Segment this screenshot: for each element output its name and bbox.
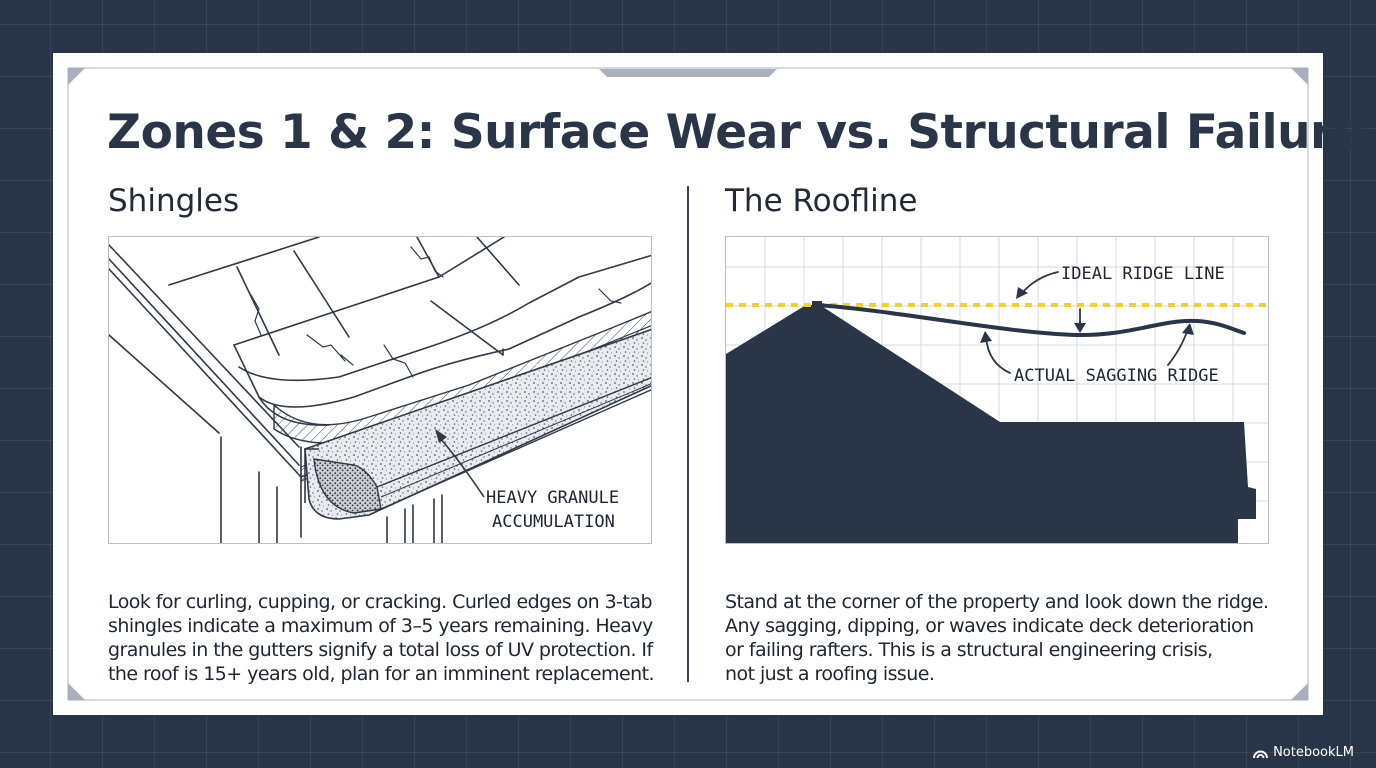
shingles-description-line: shingles indicate a maximum of 3–5 years… — [108, 615, 653, 637]
branding-label: NotebookLM — [1273, 745, 1354, 760]
card-frame — [67, 67, 1309, 701]
actual-sagging-ridge — [816, 303, 1246, 338]
roofline-description-line: or failing rafters. This is a structural… — [725, 639, 1213, 661]
roofline-heading: The Roofline — [725, 183, 918, 219]
roofline-description-line: Stand at the corner of the property and … — [725, 591, 1269, 613]
roofline-description-line: Any sagging, dipping, or waves indicate … — [725, 615, 1254, 637]
shingles-description: Look for curling, cupping, or cracking. … — [108, 590, 655, 686]
shingles-heading: Shingles — [108, 183, 240, 219]
roofline-description: Stand at the corner of the property and … — [725, 590, 1269, 686]
roofline-illustration: IDEAL RIDGE LINE ACTUAL SAGGING RIDGE — [725, 236, 1269, 544]
page-title: Zones 1 & 2: Surface Wear vs. Structural… — [107, 105, 1365, 160]
shingles-description-line: the roof is 15+ years old, plan for an i… — [108, 663, 655, 685]
roofline-description-line: not just a roofing issue. — [725, 663, 935, 685]
column-divider — [687, 186, 689, 682]
shingles-illustration: HEAVY GRANULE ACCUMULATION — [108, 236, 652, 544]
ideal-ridge-label: IDEAL RIDGE LINE — [1061, 264, 1225, 284]
sagging-ridge-label: ACTUAL SAGGING RIDGE — [1014, 366, 1219, 386]
notebooklm-branding: NotebookLM — [1253, 745, 1354, 760]
granule-callout-line-2: ACCUMULATION — [492, 512, 615, 532]
house-silhouette — [726, 305, 1256, 543]
notebooklm-logo-icon — [1253, 750, 1269, 758]
shingles-description-line: Look for curling, cupping, or cracking. … — [108, 591, 653, 613]
slide-card: Zones 1 & 2: Surface Wear vs. Structural… — [53, 53, 1365, 715]
granule-callout-line-1: HEAVY GRANULE — [486, 488, 619, 508]
shingles-description-line: granules in the gutters signify a total … — [108, 639, 653, 661]
